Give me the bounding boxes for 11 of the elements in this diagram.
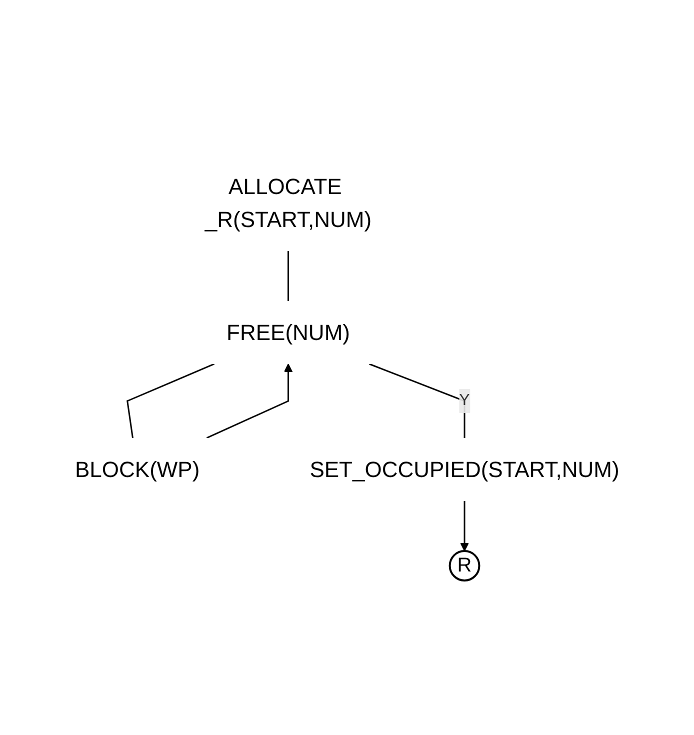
edge-label: Y bbox=[459, 392, 470, 409]
connector bbox=[126, 362, 214, 438]
node-text: ALLOCATE _R(START,NUM) bbox=[204, 174, 372, 232]
connector bbox=[368, 362, 466, 438]
node-text: SET_OCCUPIED(START,NUM) bbox=[310, 456, 620, 482]
node-text: FREE(NUM) bbox=[226, 320, 350, 345]
node-circle: R bbox=[448, 550, 480, 582]
connector bbox=[287, 250, 289, 301]
arrow bbox=[460, 500, 469, 552]
arrow bbox=[206, 363, 292, 438]
node-text: BLOCK(WP) bbox=[74, 456, 200, 482]
